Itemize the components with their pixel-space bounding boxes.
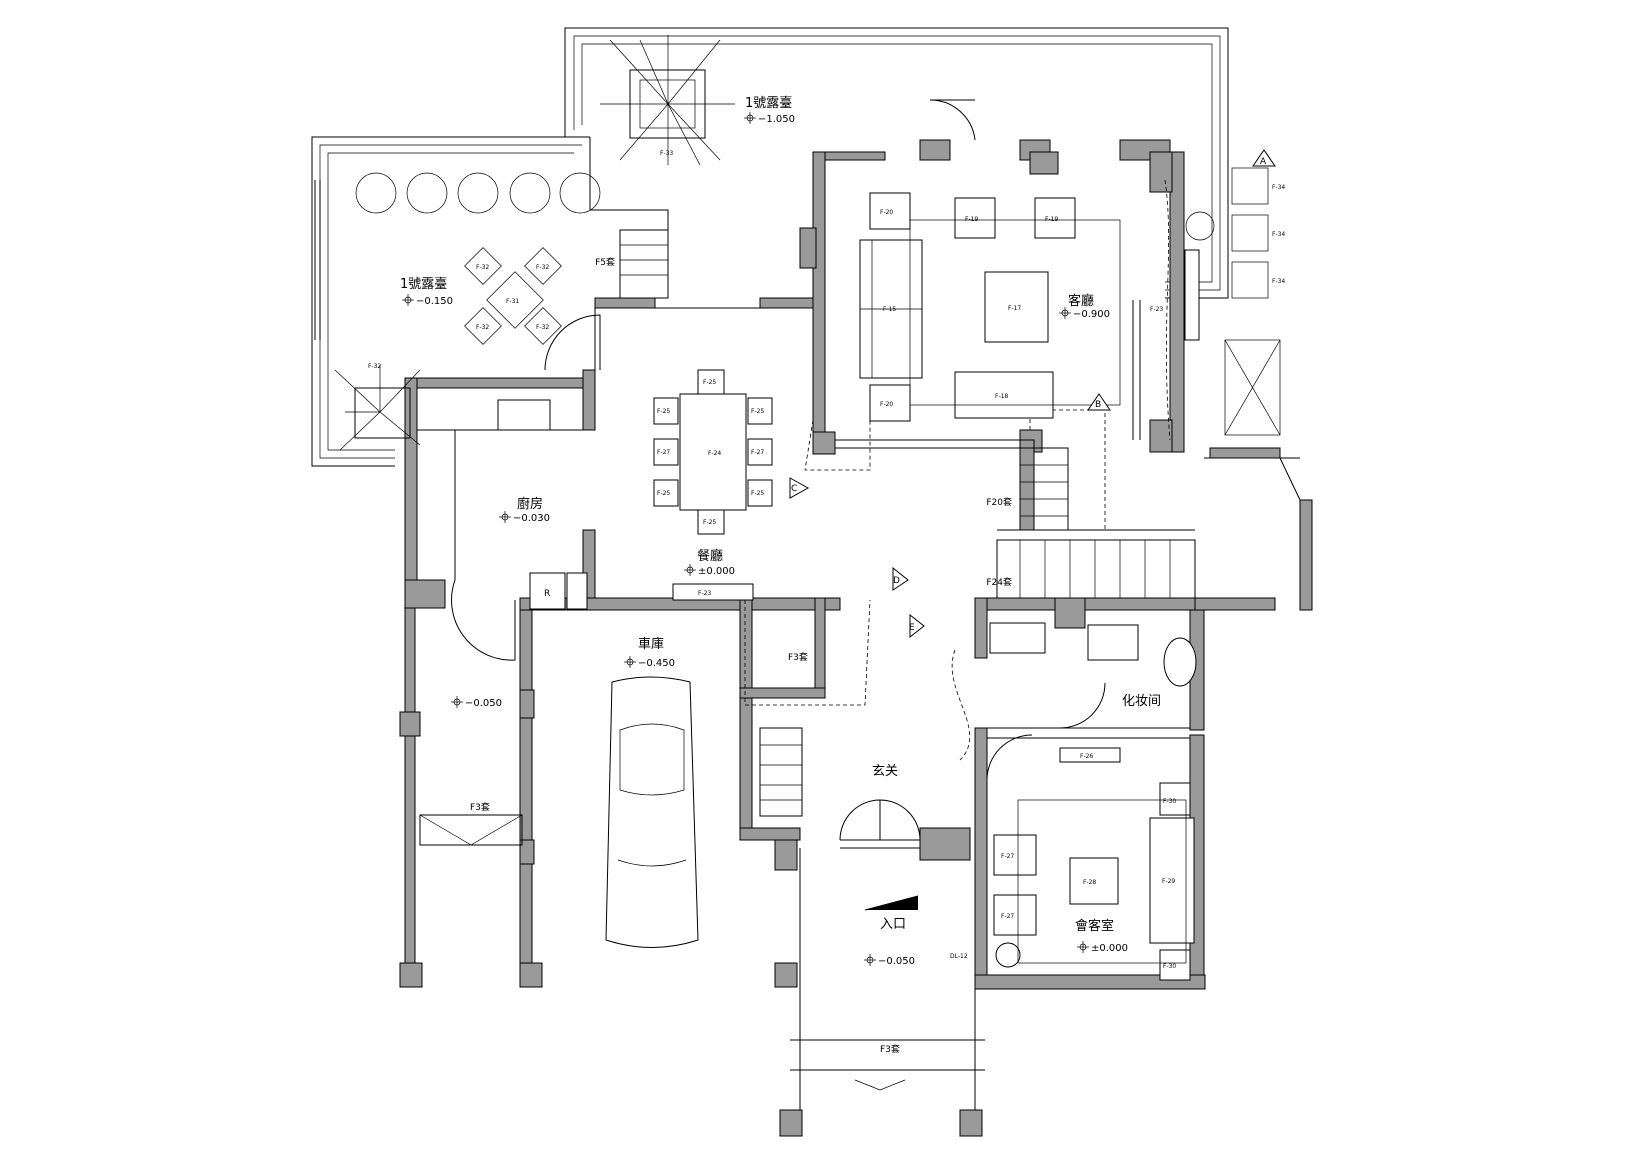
tag-dining-chair-left: F-25 — [657, 408, 670, 415]
tag-living-coffee-table: F-17 — [1008, 305, 1021, 312]
entrance-label: 入口 — [880, 917, 906, 932]
tag-guest-console: F-26 — [1080, 753, 1093, 760]
fridge-label: R — [544, 589, 550, 599]
walls — [399, 139, 1313, 1137]
tag-living-side-bottom: F-20 — [880, 401, 893, 408]
tag-guest-chair-b: F-27 — [1001, 913, 1014, 920]
tag-dining-chair-bottom: F-25 — [703, 519, 716, 526]
tag-guest-chair-a: F-27 — [1001, 853, 1014, 860]
tag-tree-left: F-32 — [368, 363, 381, 370]
tag-planter-a: F-34 — [1272, 184, 1285, 191]
room-name-dining: 餐廳 — [697, 548, 723, 564]
room-name-terrace-upper: 1號露臺 — [745, 96, 792, 111]
doors — [451, 99, 1106, 841]
elevation-markers — [402, 112, 1089, 966]
room-name-garage: 車庫 — [638, 637, 664, 652]
tag-dining-chair-left-low: F-25 — [657, 490, 670, 497]
elevation-marker-guest — [1077, 941, 1089, 953]
elevation-porch: −0.050 — [878, 956, 915, 967]
elevation-marker-side-yard — [451, 696, 463, 708]
svg-text:E: E — [909, 623, 915, 633]
elevation-garage: −0.450 — [638, 658, 675, 669]
tag-dining-chair-left-mid: F-27 — [657, 449, 670, 456]
elevation-terrace-left: −0.150 — [416, 296, 453, 307]
stairs — [419, 229, 1196, 1091]
elevation-living: −0.900 — [1073, 309, 1110, 320]
tag-terrace-chair-c: F-32 — [476, 324, 489, 331]
step-label-foyer: F3套 — [788, 651, 808, 663]
fixture-tags: F-24 F-25 F-25 F-25 F-27 F-25 F-25 F-27 … — [368, 150, 1285, 970]
tag-guest-side-top: F-30 — [1163, 798, 1176, 805]
svg-text:D: D — [893, 576, 900, 586]
tag-terrace-table: F-31 — [506, 298, 519, 305]
tag-guest-side-bottom: F-30 — [1163, 963, 1176, 970]
tag-living-armchair-a: F-19 — [965, 216, 978, 223]
section-marker-a: A — [1252, 149, 1276, 167]
tag-living-armchair-b: F-19 — [1045, 216, 1058, 223]
step-label-main-stair: F24套 — [986, 576, 1012, 588]
furniture — [497, 192, 1215, 981]
tag-planter-c: F-34 — [1272, 278, 1285, 285]
room-name-foyer: 玄关 — [872, 764, 898, 779]
tag-lamp: DL-12 — [950, 953, 968, 960]
step-label-side: F3套 — [470, 801, 490, 813]
elevation-terrace-upper: −1.050 — [758, 114, 795, 125]
room-name-guest: 會客室 — [1075, 918, 1114, 934]
tag-dining-chair-top: F-25 — [703, 379, 716, 386]
step-label-porch: F3套 — [880, 1043, 900, 1055]
tag-living-tv: F-23 — [1150, 306, 1163, 313]
svg-text:A: A — [1260, 157, 1267, 167]
elevation-marker-living — [1059, 307, 1071, 319]
section-marker-d: D — [892, 566, 909, 591]
section-markers: A B C D E — [789, 149, 1276, 639]
elevation-marker-terrace-upper — [744, 112, 756, 124]
section-marker-c: C — [789, 477, 810, 499]
tag-dining-chair-right-mid: F-27 — [751, 449, 764, 456]
room-name-living: 客廳 — [1068, 293, 1094, 309]
room-name-terrace-left: 1號露臺 — [400, 277, 447, 292]
svg-text:B: B — [1095, 400, 1101, 410]
tag-dining-table: F-24 — [708, 450, 721, 457]
elevation-marker-porch — [864, 954, 876, 966]
step-label-living-stair: F20套 — [986, 496, 1012, 508]
elevation-kitchen: −0.030 — [513, 513, 550, 524]
room-name-powder: 化妆间 — [1122, 694, 1161, 709]
elevation-marker-terrace-left — [402, 294, 414, 306]
tag-terrace-chair-b: F-32 — [536, 264, 549, 271]
terrace-features — [334, 35, 1281, 451]
elevation-marker-garage — [624, 656, 636, 668]
step-labels: F5套 F20套 F24套 F3套 F3套 F3套 — [470, 256, 1012, 1055]
room-labels: 1號露臺 −1.050 1號露臺 −0.150 客廳 −0.900 餐廳 ±0.… — [400, 96, 1161, 967]
tag-terrace-chair-d: F-32 — [536, 324, 549, 331]
tag-dining-console: F-23 — [698, 590, 711, 597]
tag-living-sofa: F-15 — [883, 306, 896, 313]
dashed-outlines — [744, 179, 1171, 761]
elevation-side-yard: −0.050 — [465, 698, 502, 709]
entrance-arrow — [864, 895, 919, 911]
tag-planter-b: F-34 — [1272, 231, 1285, 238]
left-terrace — [311, 136, 669, 467]
elevation-marker-dining — [684, 564, 696, 576]
tag-guest-table: F-28 — [1083, 879, 1096, 886]
tag-guest-sofa: F-29 — [1162, 878, 1175, 885]
tag-living-chaise: F-18 — [995, 393, 1008, 400]
tag-living-side-top: F-20 — [880, 209, 893, 216]
tag-dining-chair-right-low: F-25 — [751, 490, 764, 497]
section-marker-e: E — [909, 613, 925, 639]
tag-terrace-chair-a: F-32 — [476, 264, 489, 271]
room-name-kitchen: 廚房 — [517, 496, 543, 512]
section-marker-b: B — [1087, 393, 1111, 411]
svg-text:C: C — [791, 484, 797, 494]
step-label-terrace: F5套 — [595, 256, 615, 268]
elevation-guest: ±0.000 — [1091, 943, 1128, 954]
elevation-dining: ±0.000 — [698, 566, 735, 577]
elevation-marker-kitchen — [499, 511, 511, 523]
tag-tree-upper: F-33 — [660, 150, 673, 157]
tag-dining-chair-right: F-25 — [751, 408, 764, 415]
